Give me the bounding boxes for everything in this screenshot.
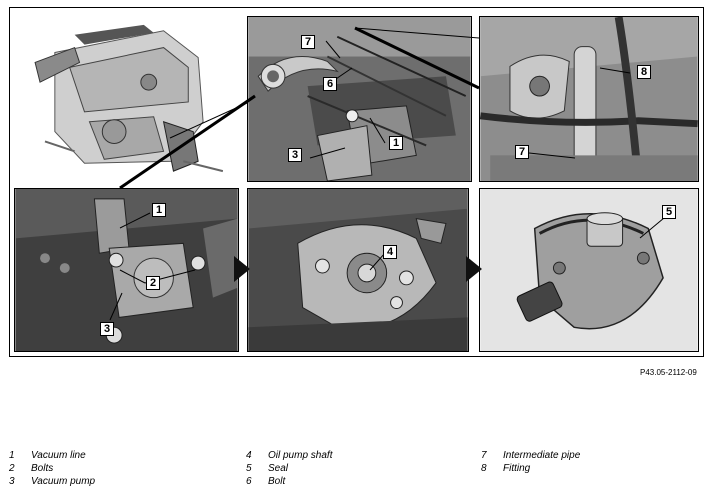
panel-top-right	[479, 16, 699, 182]
callout-1-top: 1	[389, 136, 403, 150]
callout-4: 4	[383, 245, 397, 259]
callout-7-top: 7	[301, 35, 315, 49]
panel-bottom-middle	[247, 188, 469, 352]
callout-1-left: 1	[152, 203, 166, 217]
callout-6: 6	[323, 77, 337, 91]
panel-bottom-right	[479, 188, 699, 352]
top-right-photo	[480, 17, 698, 181]
callout-8: 8	[637, 65, 651, 79]
figure-frame: 1 3 6 7 7 8 1 2 3 4 5	[9, 7, 704, 357]
top-middle-photo	[248, 17, 471, 181]
callout-5: 5	[662, 205, 676, 219]
figure-reference-code: P43.05-2112-09	[640, 368, 697, 377]
callout-2: 2	[146, 276, 160, 290]
panel-bottom-left	[14, 188, 239, 352]
callout-3-left: 3	[100, 322, 114, 336]
engine-overview-illustration	[15, 13, 238, 183]
arrow-right-icon	[466, 256, 482, 282]
panel-top-middle	[247, 16, 472, 182]
bottom-left-photo	[15, 189, 238, 351]
bottom-middle-photo	[248, 189, 468, 351]
panel-engine-overview	[14, 12, 239, 184]
arrow-right-icon	[234, 256, 250, 282]
callout-3-top: 3	[288, 148, 302, 162]
callout-7-right: 7	[515, 145, 529, 159]
vacuum-pump-photo	[480, 189, 698, 351]
